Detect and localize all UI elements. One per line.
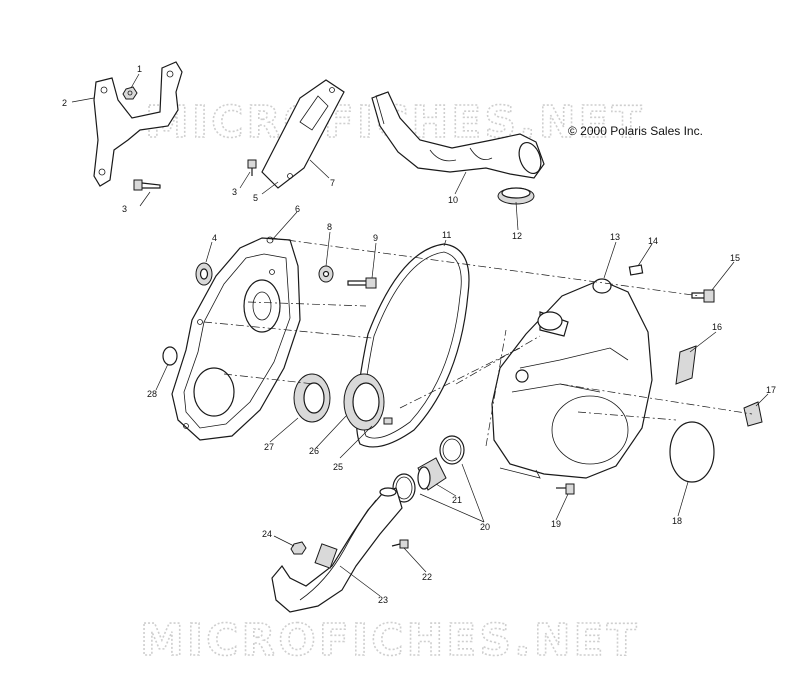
screw-part-19 [556,483,575,495]
bolt-part-lower [133,179,161,191]
callout-7: 7 [330,178,335,188]
callout-25: 25 [333,462,343,472]
callout-5: 5 [253,193,258,203]
decal-part-17 [743,401,763,427]
coupler-part [417,457,447,491]
seal-part [195,262,213,286]
callout-23: 23 [378,595,388,605]
callout-numbers: 1 2 3 3 4 5 6 7 8 9 10 11 12 13 14 15 16… [62,64,776,605]
inner-cover-part [171,236,301,441]
clamp-part-upper [439,435,465,465]
nut-part-24 [290,541,307,555]
intake-gasket-part [261,79,345,189]
callout-11: 11 [442,230,451,240]
callout-15: 15 [730,253,740,263]
washer-part [318,265,334,283]
callout-3-lower: 3 [122,204,127,214]
callout-2: 2 [62,98,67,108]
callout-4: 4 [212,233,217,243]
callout-18: 18 [672,516,682,526]
callout-3-upper: 3 [232,187,237,197]
callout-26: 26 [309,446,319,456]
callout-22: 22 [422,572,432,582]
callout-10: 10 [448,195,458,205]
callout-9: 9 [373,233,378,243]
watermark-bottom: MICROFICHES.NET [140,615,640,666]
seal-ring-part [293,373,331,423]
bracket-part [93,61,183,187]
boot-part [497,187,535,205]
callout-1: 1 [137,64,142,74]
callout-27: 27 [264,442,274,452]
callout-14: 14 [648,236,658,246]
label-part-14 [628,264,644,276]
bolt-part-9 [347,277,377,289]
leader-lines [71,73,769,597]
plug-part [162,346,178,366]
assembly-lines [203,237,753,447]
callout-6: 6 [295,204,300,214]
disc-part [669,421,715,483]
outlet-duct-part [271,487,403,613]
callout-16: 16 [712,322,722,332]
callout-20: 20 [480,522,490,532]
pulley-part [343,373,393,431]
callout-21: 21 [452,495,462,505]
callout-17: 17 [766,385,776,395]
callout-13: 13 [610,232,620,242]
callout-28: 28 [147,389,157,399]
copyright-notice: © 2000 Polaris Sales Inc. [568,124,703,138]
screw-part-15 [691,289,715,303]
screw-part-small [247,159,257,176]
screw-part-22 [391,539,409,549]
decal-part-16 [675,345,697,385]
callout-12: 12 [512,231,522,241]
nut-part [122,86,138,100]
outer-cover-part [491,278,653,479]
callout-19: 19 [551,519,561,529]
intake-duct-part [371,91,545,179]
callout-8: 8 [327,222,332,232]
callout-24: 24 [262,529,272,539]
